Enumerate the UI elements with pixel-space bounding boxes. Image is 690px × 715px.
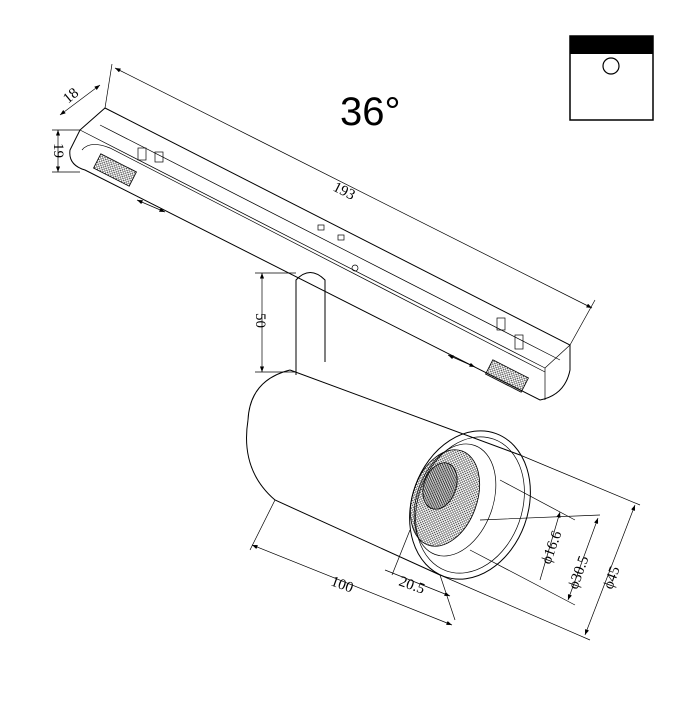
dim-rail-length: 193 [330,179,357,203]
dim-body-diameter: ϕ45 [601,564,624,591]
dim-reflector-diameter: ϕ30.5 [566,554,593,592]
dim-rail-width: 18 [60,85,82,107]
dim-rail-height: 19 [50,143,66,158]
dim-stem-height: 50 [252,313,268,328]
dim-lens-diameter: ϕ16.6 [539,528,566,566]
dim-lens-recess: 20.5 [397,574,427,598]
dimension-lines [52,63,641,641]
beam-angle-label: 36° [340,90,401,134]
spotlight-body [246,369,531,580]
dim-body-length: 100 [329,574,356,597]
surface-track-icon [569,35,654,121]
track-adapter-rail [69,107,571,401]
stem [295,272,326,375]
